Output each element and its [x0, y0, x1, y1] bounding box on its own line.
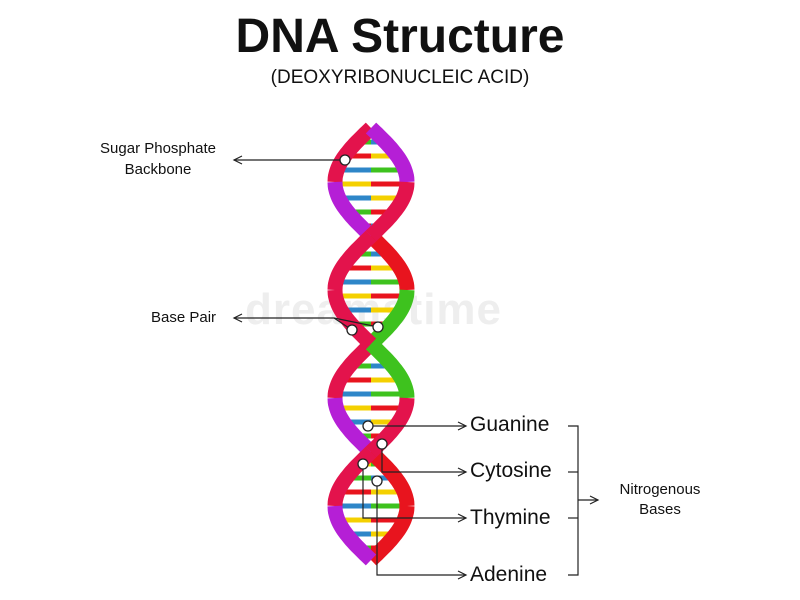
backbone-strand-b — [327, 397, 377, 458]
guanine-arrowhead — [457, 421, 468, 431]
sugar-label-line2: Backbone — [124, 161, 192, 178]
nitrogenous-label-line2: Bases — [639, 501, 681, 518]
backbone-strand-a — [327, 505, 377, 566]
cytosine-pointer-line — [381, 444, 466, 473]
backbone-strand-b — [327, 338, 377, 399]
guanine-marker — [362, 420, 374, 432]
cytosine-marker — [376, 438, 388, 450]
thymine-marker — [357, 458, 369, 470]
bracket-arrowhead — [589, 495, 600, 505]
cytosine-arrowhead — [457, 467, 468, 477]
bases-bracket — [568, 425, 579, 576]
backbone-strand-a — [327, 289, 377, 350]
backbone-strand-a — [365, 181, 415, 242]
adenine-label: Adenine — [470, 563, 548, 586]
annotation-lines — [232, 155, 600, 580]
backbone-strand-a — [365, 122, 415, 183]
adenine-marker — [371, 475, 383, 487]
backbone-strand-b — [365, 446, 415, 507]
guanine-label: Guanine — [470, 413, 550, 436]
backbone-strand-a — [365, 338, 415, 399]
backbone-strand-b — [365, 230, 415, 291]
cytosine-label: Cytosine — [470, 459, 552, 482]
marker-circles — [339, 154, 388, 487]
backbone-strand-b — [327, 181, 377, 242]
page-title: DNA Structure — [235, 10, 565, 63]
thymine-arrowhead — [457, 513, 468, 523]
backbone-strand-b — [365, 505, 415, 566]
page-subtitle: (DEOXYRIBONUCLEIC ACID) — [270, 67, 530, 88]
basepair-arrowhead — [232, 313, 243, 323]
adenine-pointer-line — [376, 481, 466, 576]
backbone-strand-b — [365, 289, 415, 350]
base-pair-label: Base Pair — [151, 309, 217, 326]
nitrogenous-label-line1: Nitrogenous — [619, 481, 701, 498]
basepair-pointer-line — [234, 317, 353, 331]
basepair-marker-left — [346, 324, 358, 336]
sugar-arrowhead — [232, 155, 243, 165]
thymine-label: Thymine — [470, 506, 551, 529]
sugar-marker — [339, 154, 351, 166]
backbone-strand-a — [327, 230, 377, 291]
basepair-marker-right — [372, 321, 384, 333]
sugar-label-line1: Sugar Phosphate — [100, 140, 216, 157]
backbone-strands — [327, 122, 415, 566]
basepair-pointer-line-2 — [333, 317, 379, 328]
thymine-pointer-line — [362, 464, 466, 519]
adenine-arrowhead — [457, 570, 468, 580]
